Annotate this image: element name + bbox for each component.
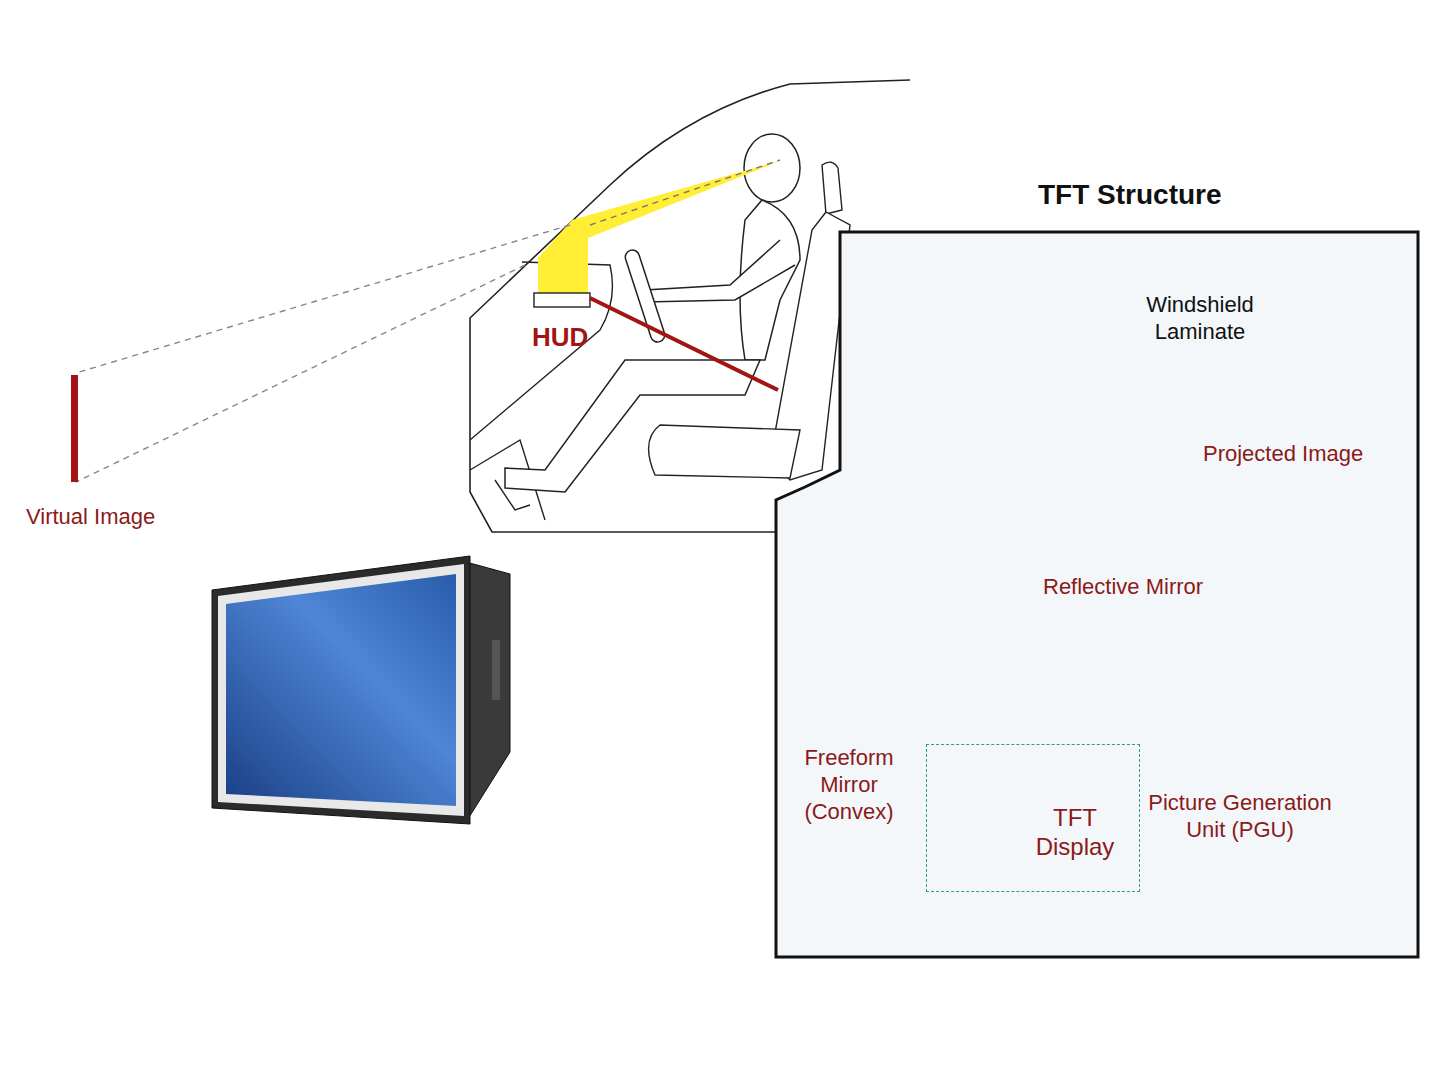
seat-cushion <box>649 425 800 478</box>
seat-headrest <box>822 162 842 214</box>
monitor-side <box>466 562 510 822</box>
virtual-image-bar <box>71 375 78 482</box>
part-label: Reflective Mirror <box>1043 574 1203 601</box>
hud-beam <box>538 160 782 293</box>
monitor-screen <box>226 574 456 806</box>
sight-line <box>76 265 525 482</box>
beam-center <box>590 160 780 225</box>
part-label: Windshield Laminate <box>1130 292 1270 346</box>
driver-leg <box>505 360 760 492</box>
part-label: Projected Image <box>1203 441 1363 468</box>
hud-pointer <box>590 298 778 390</box>
part-label: Virtual Image <box>26 504 155 531</box>
component-name: TFT Display <box>1025 803 1125 862</box>
steering-wheel <box>624 248 667 344</box>
hud-unit <box>534 293 590 307</box>
part-label: HUD <box>532 322 588 354</box>
pedal <box>495 480 530 510</box>
panel-heading: TFT Structure <box>1038 178 1222 212</box>
part-label: Picture Generation Unit (PGU) <box>1145 790 1335 844</box>
monitor-frame <box>218 564 464 816</box>
pgu-box: TFT Display <box>926 744 1140 892</box>
driver-head <box>744 134 800 202</box>
sight-line <box>76 225 570 373</box>
panel-outline <box>776 232 1418 957</box>
driver-arm <box>645 240 795 302</box>
monitor-bezel <box>212 556 470 824</box>
part-label: Freeform Mirror (Convex) <box>789 745 909 825</box>
monitor-button <box>492 640 500 700</box>
